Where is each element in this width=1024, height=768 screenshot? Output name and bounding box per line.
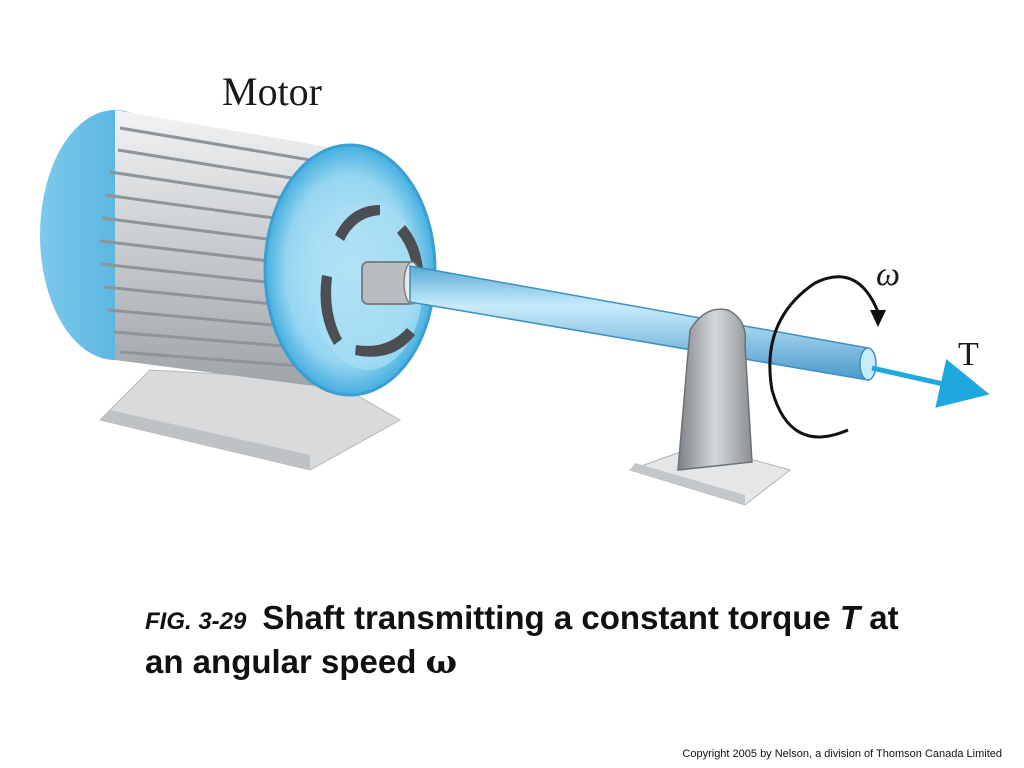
rotation-arrow xyxy=(768,275,886,439)
figure-number: FIG. 3-29 xyxy=(145,608,247,635)
torque-label: T xyxy=(958,336,979,373)
shaft xyxy=(409,265,877,381)
figure-caption: FIG. 3-29 Shaft transmitting a constant t… xyxy=(145,598,925,682)
motor-label: Motor xyxy=(222,69,322,114)
motor-shaft-diagram: Motor ω T xyxy=(40,69,990,506)
caption-text-part2: at an angular speed xyxy=(145,599,899,680)
caption-torque-symbol: T xyxy=(839,599,861,636)
motor-body xyxy=(40,110,437,397)
omega-label: ω xyxy=(876,256,900,293)
torque-arrow xyxy=(871,359,990,408)
motor-base xyxy=(99,369,402,471)
copyright-notice: Copyright 2005 by Nelson, a division of … xyxy=(682,748,1002,760)
bearing-stand xyxy=(677,308,753,471)
caption-omega-symbol: ω xyxy=(425,642,458,681)
caption-text-part1: Shaft transmitting a constant torque xyxy=(262,599,840,636)
